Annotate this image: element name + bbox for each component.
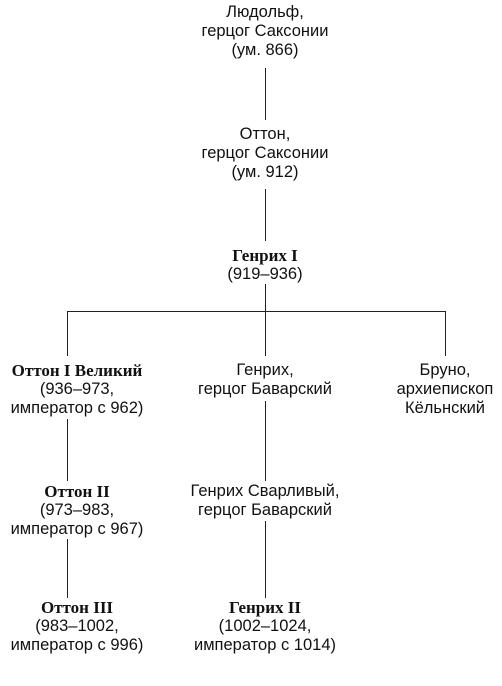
node-ludolf-dates: (ум. 866)	[231, 41, 299, 59]
node-heinrich1: Генрих I (919–936)	[227, 246, 302, 284]
node-heinrich-sv-name: Генрих Сварливый,	[190, 482, 340, 500]
node-otto-title: герцог Саксонии	[201, 144, 329, 162]
node-heinrich-bav-name: Генрих,	[236, 361, 294, 379]
node-otto1: Оттон I Великий (936–973, император с 96…	[11, 361, 144, 418]
node-otto-name: Оттон,	[239, 125, 291, 143]
node-heinrich2-emperor: император с 1014)	[193, 636, 337, 654]
node-bruno-name: Бруно,	[419, 361, 471, 379]
node-heinrich-sv: Генрих Сварливый, герцог Баварский	[191, 482, 340, 520]
node-otto3-dates: (983–1002,	[35, 617, 119, 635]
node-otto3: Оттон III (983–1002, император с 996)	[11, 598, 144, 655]
node-otto2-dates: (973–983,	[39, 501, 115, 519]
node-otto1-name: Оттон I Великий	[11, 361, 143, 380]
edge-heinrich-bav-heinrich-sv	[265, 401, 266, 481]
node-ludolf-title: герцог Саксонии	[201, 22, 329, 40]
node-heinrich1-name: Генрих I	[232, 246, 298, 265]
edge-otto-heinrich1	[265, 189, 266, 241]
node-otto: Оттон, герцог Саксонии (ум. 912)	[202, 125, 329, 182]
edge-heinrich1-branch	[265, 284, 266, 311]
node-bruno-see: Кёльнский	[404, 399, 486, 417]
node-heinrich2-dates: (1002–1024,	[218, 617, 312, 635]
node-otto3-name: Оттон III	[40, 598, 114, 617]
node-otto2-name: Оттон II	[44, 482, 110, 501]
node-heinrich-bav: Генрих, герцог Баварский	[198, 361, 332, 399]
node-otto1-emperor: император с 962)	[10, 399, 144, 417]
edge-branch-bruno	[445, 311, 446, 356]
node-heinrich2: Генрих II (1002–1024, император с 1014)	[194, 598, 336, 655]
node-otto1-dates: (936–973,	[39, 380, 115, 398]
node-otto2: Оттон II (973–983, император с 967)	[11, 482, 144, 539]
node-heinrich1-dates: (919–936)	[227, 265, 303, 283]
node-otto2-emperor: император с 967)	[10, 520, 144, 538]
node-bruno: Бруно, архиепископ Кёльнский	[397, 361, 494, 418]
edge-branch-otto1	[67, 311, 68, 356]
node-otto-dates: (ум. 912)	[231, 163, 299, 181]
node-ludolf: Людольф, герцог Саксонии (ум. 866)	[202, 3, 329, 60]
edge-branch-heinrich-bav	[265, 311, 266, 356]
edge-otto2-otto3	[67, 539, 68, 598]
node-heinrich2-name: Генрих II	[228, 598, 302, 617]
edge-otto1-otto2	[67, 419, 68, 481]
node-otto3-emperor: император с 996)	[10, 636, 144, 654]
edge-branch-horizontal	[67, 311, 445, 312]
node-heinrich-bav-title: герцог Баварский	[198, 380, 332, 398]
node-heinrich-sv-title: герцог Баварский	[198, 501, 332, 519]
node-bruno-title: архиепископ	[396, 380, 494, 398]
edge-heinrich-sv-heinrich2	[265, 521, 266, 598]
node-ludolf-name: Людольф,	[226, 3, 304, 21]
edge-ludolf-otto	[265, 68, 266, 120]
